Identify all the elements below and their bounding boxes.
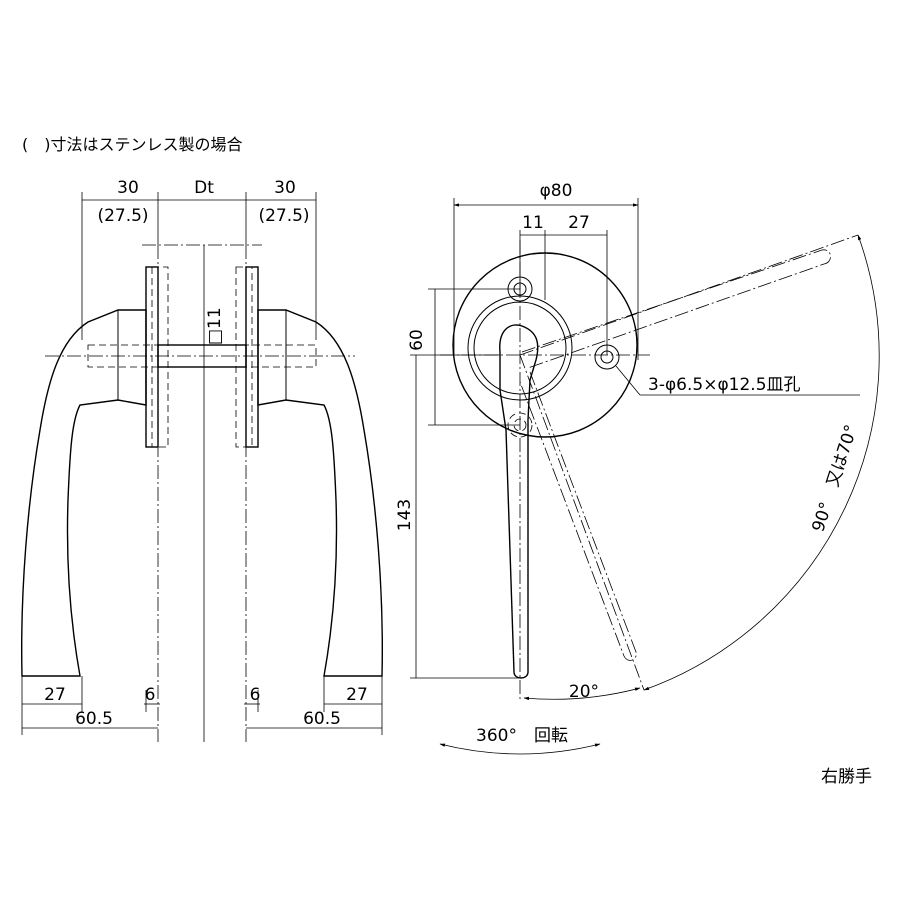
dim-square-spindle: □11 bbox=[205, 307, 225, 345]
dim-left-plate: 6 bbox=[145, 685, 156, 705]
offset-angle: 20° bbox=[569, 682, 599, 702]
right-lever-handle bbox=[257, 309, 383, 677]
rotation-arrow bbox=[439, 743, 601, 755]
dim-right-plate: 6 bbox=[250, 685, 261, 705]
dim-door-thickness: Dt bbox=[194, 178, 214, 198]
rose-disk bbox=[452, 252, 638, 438]
dim-left-grip: 27 bbox=[44, 685, 66, 705]
stainless-dimension-note: ( )寸法はステンレス製の場合 bbox=[22, 135, 243, 154]
dim-hole-offset-x2: 27 bbox=[568, 213, 590, 233]
side-view: 30 (27.5) Dt 30 (27.5) □11 bbox=[21, 178, 383, 742]
dim-left-width-stainless: (27.5) bbox=[97, 206, 148, 226]
front-view: φ80 11 27 60 143 bbox=[395, 181, 880, 755]
dim-right-width-stainless: (27.5) bbox=[258, 206, 309, 226]
swing-arc bbox=[643, 234, 880, 691]
hand-label: 右勝手 bbox=[821, 767, 872, 787]
left-lever-handle bbox=[21, 309, 147, 677]
dim-rose-height: 60 bbox=[407, 329, 427, 351]
lever-handle-front bbox=[499, 324, 539, 679]
dim-rose-diameter: φ80 bbox=[540, 181, 573, 201]
screw-hole-right bbox=[594, 344, 620, 370]
dim-lever-length: 143 bbox=[395, 499, 415, 531]
dim-right-grip: 27 bbox=[346, 685, 368, 705]
rotation-label: 360° 回転 bbox=[476, 726, 568, 746]
dim-hole-offset-x: 11 bbox=[522, 213, 544, 233]
offset-arc bbox=[523, 687, 641, 701]
dim-right-width: 30 bbox=[274, 178, 296, 198]
dim-right-total: 60.5 bbox=[303, 709, 341, 729]
hole-callout: 3-φ6.5×φ12.5皿孔 bbox=[648, 375, 801, 395]
swing-angle: 90° 又は70° bbox=[809, 422, 862, 534]
dim-left-width: 30 bbox=[117, 178, 139, 198]
dim-left-total: 60.5 bbox=[75, 709, 113, 729]
